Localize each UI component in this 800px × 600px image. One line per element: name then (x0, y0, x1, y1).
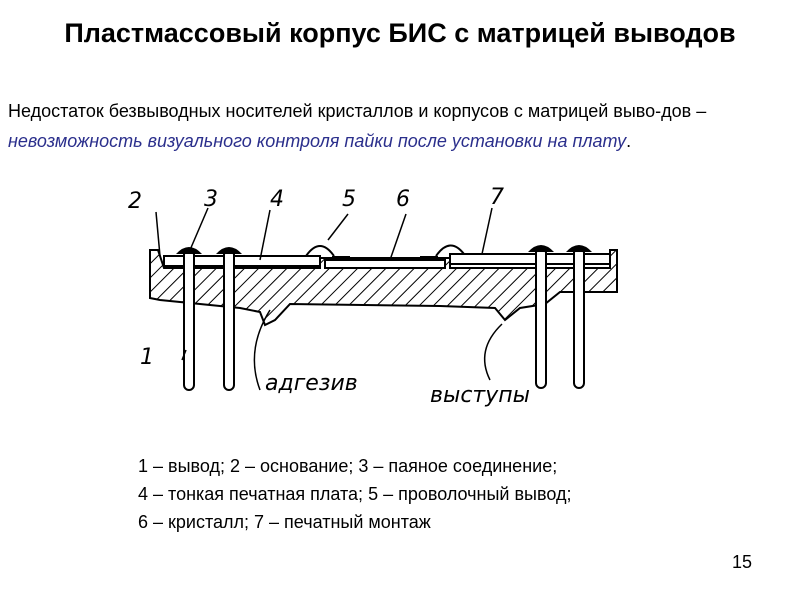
solder-joints (176, 245, 592, 254)
label-bumps: выступы (430, 383, 530, 408)
intro-tail: . (626, 131, 632, 151)
chip-pad-right (420, 256, 438, 260)
chip-pad-left (332, 256, 350, 260)
package-cross-section-figure: 2 3 4 5 6 7 1 адгезив выступы (120, 180, 640, 420)
solder-joint (528, 245, 554, 252)
legend-line: 6 – кристалл; 7 – печатный монтаж (138, 512, 431, 532)
pin (223, 249, 235, 391)
intro-emphasis: невозможность визуального контроля пайки… (8, 131, 627, 151)
solder-joint (566, 245, 592, 252)
legend-line: 1 – вывод; 2 – основание; 3 – паяное сое… (138, 456, 558, 476)
intro-paragraph: Недостаток безвыводных носителей кристал… (8, 96, 768, 156)
wire-bond-left (305, 245, 335, 257)
thin-pcb-left (163, 255, 321, 267)
figure-number: 1 (140, 345, 154, 370)
figure-number: 5 (342, 187, 356, 212)
figure-number: 4 (270, 187, 284, 212)
intro-lead: Недостаток безвыводных носителей кристал… (8, 101, 707, 121)
label-adhesive: адгезив (265, 371, 358, 396)
thin-pcb-right (449, 253, 611, 265)
wire-bond-right (435, 244, 465, 257)
solder-joint (216, 247, 242, 254)
page-number: 15 (731, 552, 752, 572)
slide-title: Пластмассовый корпус БИС с матрицей выво… (64, 18, 736, 48)
figure-legend: 1 – вывод; 2 – основание; 3 – паяное сое… (138, 452, 698, 536)
chip (324, 259, 446, 269)
legend-line: 4 – тонкая печатная плата; 5 – проволочн… (138, 484, 572, 504)
cross-section-drawing: 2 3 4 5 6 7 1 адгезив выступы (128, 185, 618, 408)
figure-number: 3 (204, 187, 218, 212)
pin (573, 247, 585, 389)
leader-lines (155, 207, 503, 391)
pin (535, 247, 547, 389)
figure-numbers: 2 3 4 5 6 7 1 (128, 185, 504, 370)
figure-number: 6 (396, 187, 410, 212)
figure-number: 7 (490, 185, 504, 210)
pin (183, 249, 195, 391)
figure-number: 2 (128, 189, 142, 214)
solder-joint (176, 247, 202, 254)
